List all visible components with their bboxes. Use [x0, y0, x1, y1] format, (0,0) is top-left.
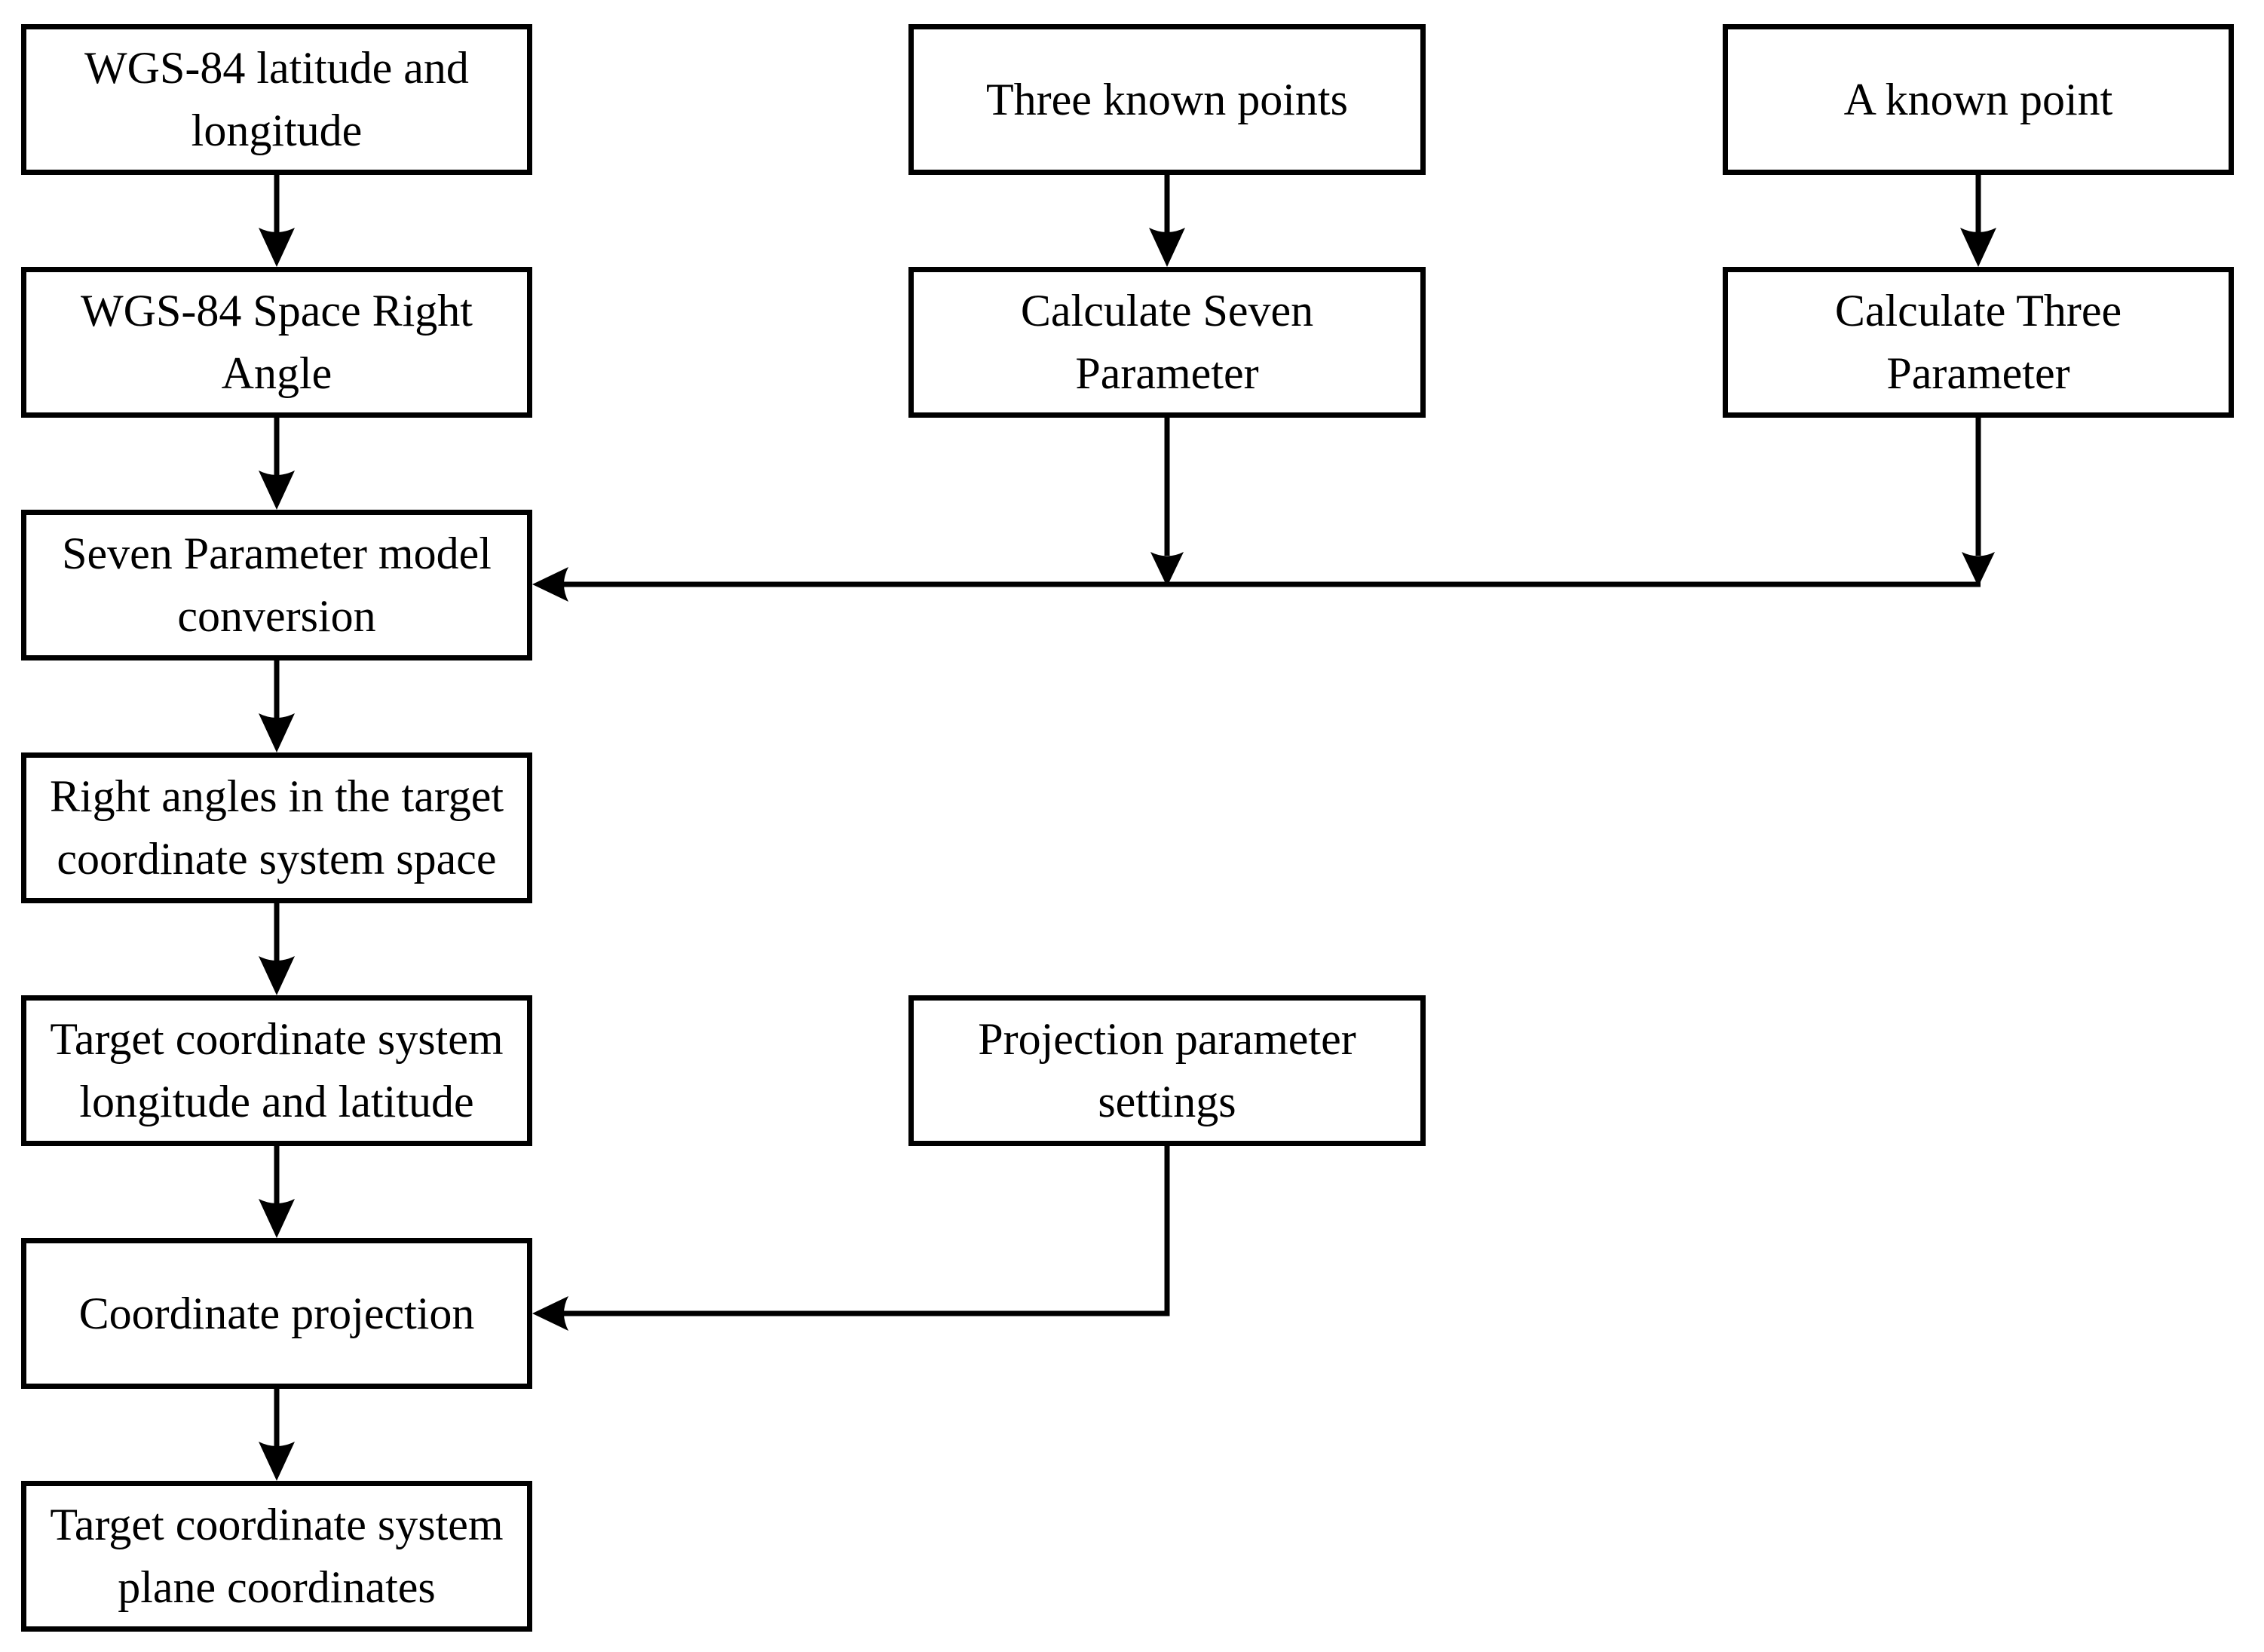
node-label: Calculate Three Parameter — [1834, 286, 2122, 398]
node-a-known-point: A known point — [1723, 24, 2234, 175]
edge-coordprojection-to-planecoords — [259, 1389, 295, 1481]
node-label: WGS-84 Space Right Angle — [81, 286, 473, 398]
node-label: Right angles in the target coordinate sy… — [49, 771, 504, 884]
node-target-longitude-latitude: Target coordinate system longitude and l… — [21, 995, 532, 1146]
node-projection-parameter-settings: Projection parameter settings — [908, 995, 1426, 1146]
edge-aknownpoint-to-calcthree — [1960, 175, 1996, 267]
node-label: A known point — [1843, 74, 2113, 124]
edge-merge-horizontal-into-sevenparammodel — [532, 567, 1981, 602]
node-seven-parameter-model-conversion: Seven Parameter model conversion — [21, 510, 532, 660]
edge-calcthree-to-sevenparammodel — [1962, 418, 1995, 587]
edge-threeknownpoints-to-calcseven — [1149, 175, 1185, 267]
node-right-angles-target-space: Right angles in the target coordinate sy… — [21, 752, 532, 903]
node-three-known-points: Three known points — [908, 24, 1426, 175]
node-wgs84-lat-lon: WGS-84 latitude and longitude — [21, 24, 532, 175]
node-wgs84-space-right-angle: WGS-84 Space Right Angle — [21, 267, 532, 418]
node-calculate-three-parameter: Calculate Three Parameter — [1723, 267, 2234, 418]
node-target-plane-coordinates: Target coordinate system plane coordinat… — [21, 1481, 532, 1632]
node-label: Three known points — [986, 74, 1348, 124]
node-label: Calculate Seven Parameter — [1020, 286, 1314, 398]
edge-sevenparammodel-to-rightangles — [259, 660, 295, 752]
edge-spacerightangle-to-sevenparammodel — [259, 418, 295, 510]
node-calculate-seven-parameter: Calculate Seven Parameter — [908, 267, 1426, 418]
edge-targetlonlat-to-coordprojection — [259, 1146, 295, 1238]
node-label: WGS-84 latitude and longitude — [84, 43, 469, 155]
node-label: Target coordinate system longitude and l… — [50, 1014, 504, 1126]
edge-rightangles-to-targetlonlat — [259, 903, 295, 995]
node-label: Seven Parameter model conversion — [62, 529, 492, 641]
edge-wgs84latlon-to-spacerightangle — [259, 175, 295, 267]
node-label: Projection parameter settings — [978, 1014, 1356, 1126]
edge-calcseven-to-sevenparammodel — [1150, 418, 1184, 587]
node-label: Coordinate projection — [78, 1288, 475, 1338]
node-coordinate-projection: Coordinate projection — [21, 1238, 532, 1389]
node-label: Target coordinate system plane coordinat… — [50, 1500, 504, 1612]
edge-projectionsettings-to-coordprojection — [532, 1146, 1170, 1331]
